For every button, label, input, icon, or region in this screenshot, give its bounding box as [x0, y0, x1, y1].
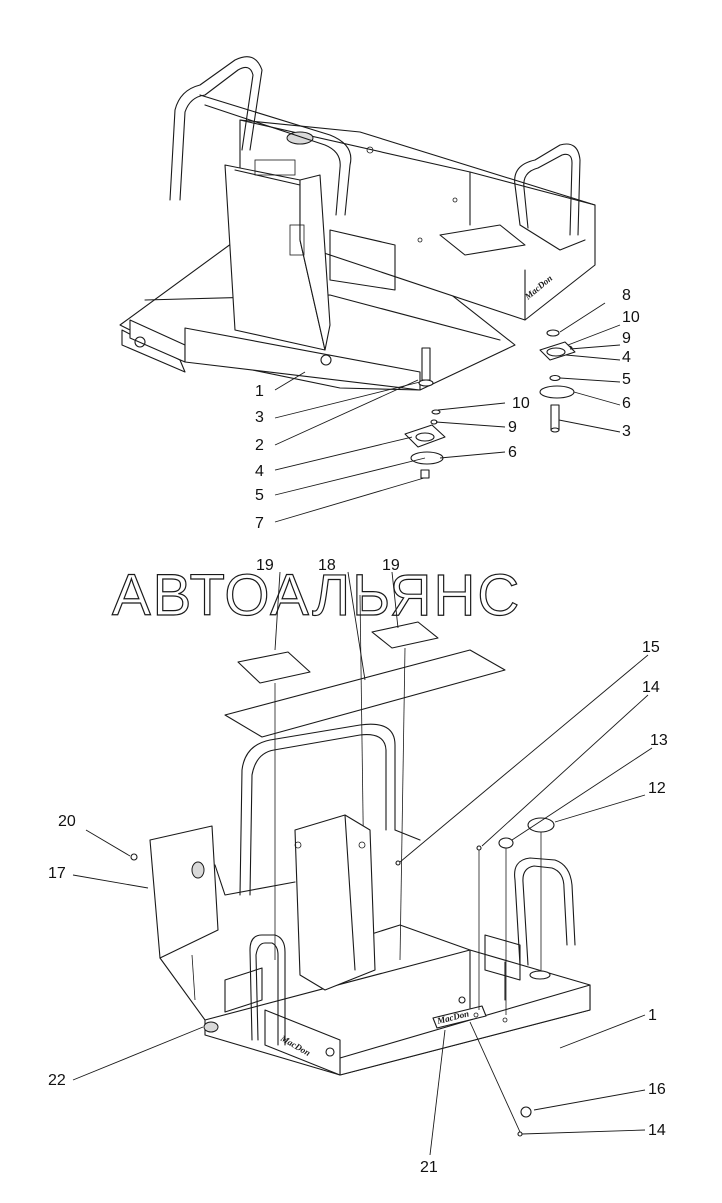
watermark: АВТОАЛЬЯНС	[112, 563, 521, 628]
side-plate	[224, 967, 263, 1013]
part-15	[395, 860, 401, 866]
callout-6: 6	[508, 444, 517, 461]
upper-assembly: MacDon	[119, 56, 640, 532]
callout-16: 16	[648, 1081, 666, 1098]
mount-stack-left	[404, 347, 446, 479]
part-13	[498, 837, 514, 849]
rear-handle	[239, 723, 396, 896]
callout-7: 7	[255, 515, 264, 532]
callout-1: 1	[255, 383, 264, 400]
callout-18: 18	[318, 557, 336, 574]
console-bracket	[294, 814, 376, 991]
callout-22: 22	[48, 1072, 66, 1089]
callout-9: 9	[622, 330, 631, 347]
mount-stack-right	[539, 329, 576, 433]
part-16	[520, 1106, 532, 1118]
left-handle	[169, 56, 263, 201]
callout-2: 2	[255, 437, 264, 454]
callout-4: 4	[255, 463, 264, 480]
callout-9: 9	[508, 419, 517, 436]
part-14b	[517, 1131, 523, 1137]
callout-10: 10	[622, 309, 640, 326]
lower-assembly: MacDon MacDon	[48, 557, 668, 1176]
callout-19: 19	[256, 557, 274, 574]
pad-19-left	[237, 651, 311, 684]
right-handle-lower	[514, 857, 576, 966]
callout-6: 6	[622, 395, 631, 412]
callout-8: 8	[622, 287, 631, 304]
callout-4: 4	[622, 349, 631, 366]
callout-14: 14	[642, 679, 660, 696]
callout-15: 15	[642, 639, 660, 656]
cap-22	[203, 1021, 219, 1033]
right-handle	[514, 143, 581, 236]
part-14a	[476, 845, 482, 851]
callout-14: 14	[648, 1122, 666, 1139]
cover-17	[149, 825, 219, 959]
pad-19-right	[371, 621, 439, 649]
callout-1: 1	[648, 1007, 657, 1024]
callout-5: 5	[255, 487, 264, 504]
callout-10: 10	[512, 395, 530, 412]
callout-3: 3	[622, 423, 631, 440]
cap-12	[527, 817, 555, 833]
callout-12: 12	[648, 780, 666, 797]
callout-20: 20	[58, 813, 76, 830]
pad-18	[224, 649, 506, 738]
callout-21: 21	[420, 1159, 438, 1176]
callout-5: 5	[622, 371, 631, 388]
part-20	[130, 853, 138, 861]
callout-17: 17	[48, 865, 66, 882]
front-handle	[249, 934, 286, 1046]
callout-13: 13	[650, 732, 668, 749]
callout-19: 19	[382, 557, 400, 574]
callout-3: 3	[255, 409, 264, 426]
